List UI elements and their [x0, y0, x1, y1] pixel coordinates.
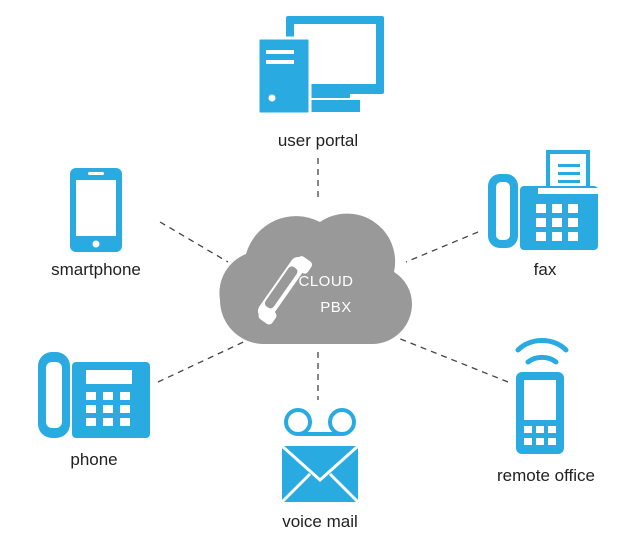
wireless-phone-icon: [515, 338, 569, 454]
desktop-computer-icon: [256, 16, 384, 116]
cloud-label-line1: CLOUD: [298, 273, 353, 290]
connector-remote-office: [397, 337, 509, 383]
voice-mail-label: voice mail: [282, 512, 358, 531]
connector-phone: [157, 337, 253, 383]
connector-smartphone: [159, 221, 229, 263]
phone-handset-icon: [257, 256, 313, 325]
desk-phone-icon: [38, 352, 150, 438]
voicemail-envelope-icon: [280, 408, 360, 504]
smartphone-label: smartphone: [51, 260, 141, 279]
phone-label: phone: [70, 450, 118, 469]
fax-machine-icon: [488, 150, 598, 250]
smartphone-icon: [70, 168, 122, 252]
cloud-pbx: CLOUD PBX: [219, 213, 412, 344]
connector-fax: [405, 231, 479, 263]
cloud-label-line2: PBX: [320, 299, 352, 316]
fax-label: fax: [533, 260, 557, 279]
remote-office-label: remote office: [497, 466, 595, 485]
connectors: [157, 158, 509, 400]
user-portal-label: user portal: [277, 131, 359, 150]
